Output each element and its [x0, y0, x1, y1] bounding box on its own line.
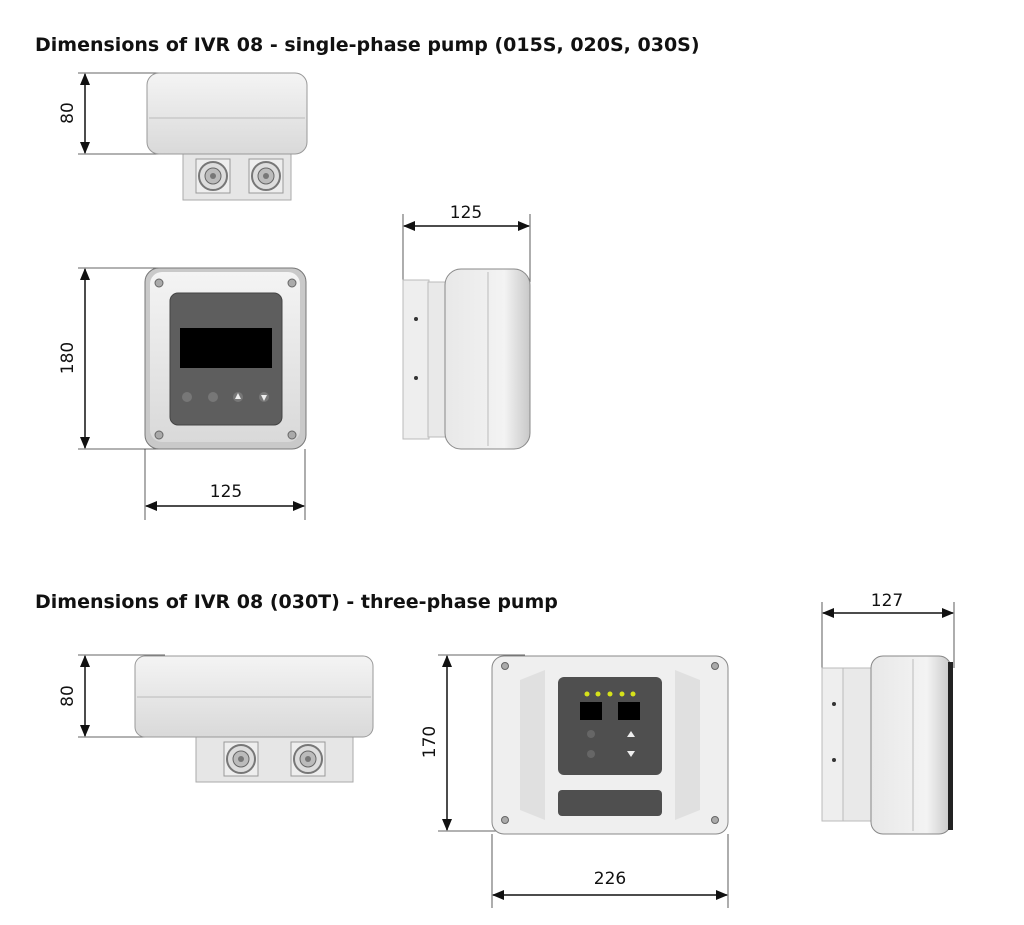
section1-title: Dimensions of IVR 08 - single-phase pump… [35, 34, 700, 56]
s2-top-view: 80 [58, 654, 374, 783]
s1-side-view: 125 [402, 203, 531, 450]
s2-side-depth-label: 127 [871, 591, 903, 611]
s1-front-view: 180 125 [58, 267, 307, 520]
s2-side-view: 127 [821, 591, 955, 835]
s1-top-view: 80 [58, 72, 308, 201]
status-leds [584, 691, 636, 697]
s2-top-height-label: 80 [58, 685, 78, 707]
s1-side-depth-label: 125 [450, 203, 482, 223]
s1-front-height-label: 180 [58, 342, 78, 374]
s1-front-width-label: 125 [210, 482, 242, 502]
s1-top-height-label: 80 [58, 102, 78, 124]
s2-front-height-label: 170 [420, 726, 440, 758]
s2-front-view: 170 226 [420, 654, 729, 908]
section2-title: Dimensions of IVR 08 (030T) - three-phas… [35, 591, 558, 613]
s2-front-width-label: 226 [594, 869, 626, 889]
